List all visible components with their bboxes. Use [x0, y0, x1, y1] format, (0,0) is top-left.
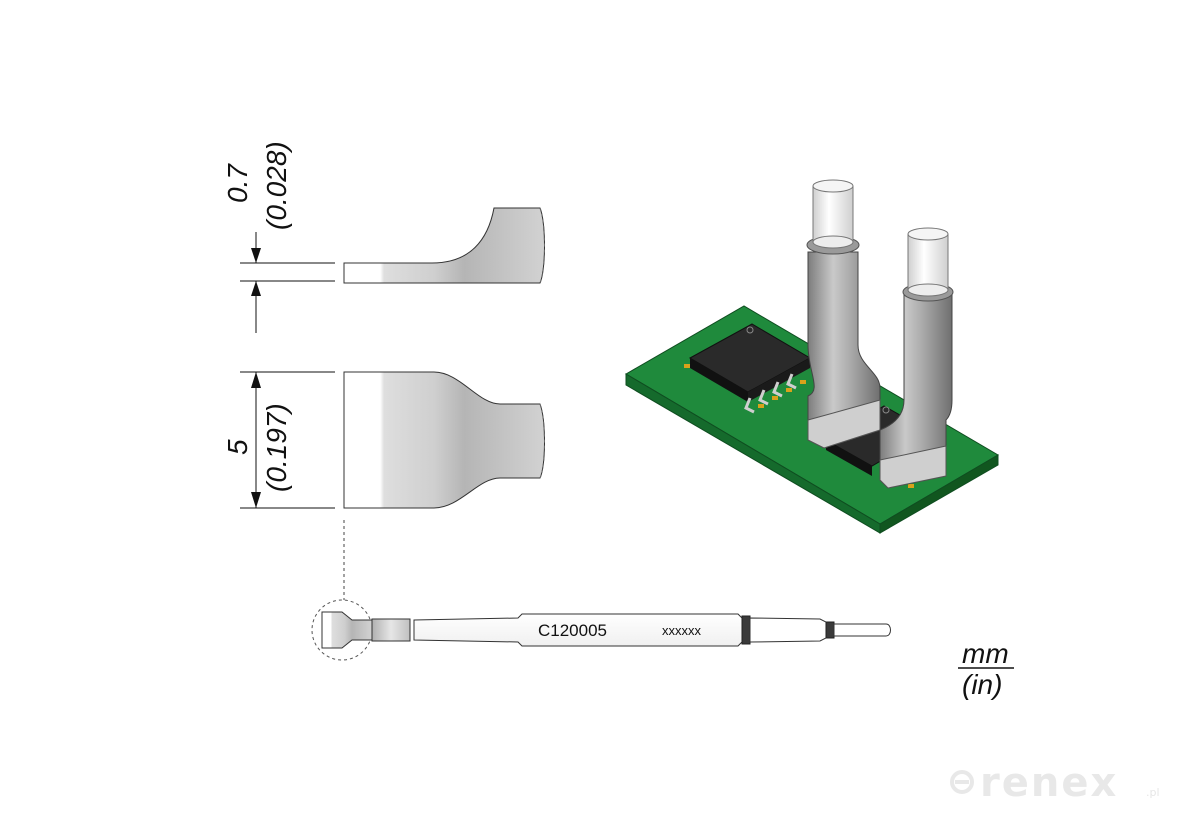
arrow-up-icon — [251, 372, 261, 388]
full-tip-view: C120005 xxxxxx — [311, 599, 891, 661]
thickness-mm-label: 0.7 — [222, 163, 253, 203]
units-legend: mm (in) — [958, 638, 1014, 700]
part-number: C120005 — [538, 621, 607, 640]
serial-number: xxxxxx — [662, 623, 702, 638]
soldering-tip-right — [879, 227, 954, 489]
watermark-suffix: .pl — [1146, 786, 1160, 799]
unit-in: (in) — [962, 669, 1002, 700]
side-view: 0.7 (0.028) — [222, 141, 545, 333]
tip-side-profile — [343, 207, 545, 284]
arrow-down-icon — [251, 248, 261, 263]
tip-top-profile — [343, 371, 545, 509]
top-view: 5 (0.197) — [222, 371, 545, 600]
watermark-logo: renex .pl — [950, 760, 1160, 806]
width-in-label: (0.197) — [261, 403, 292, 492]
thickness-in-label: (0.028) — [261, 141, 292, 230]
width-mm-label: 5 — [222, 439, 253, 455]
pcb-illustration — [625, 179, 999, 534]
unit-mm: mm — [962, 638, 1009, 669]
watermark-brand: renex — [980, 760, 1118, 806]
soldering-tip-left — [806, 179, 881, 449]
arrow-down-icon — [251, 492, 261, 508]
arrow-up-icon — [251, 281, 261, 296]
